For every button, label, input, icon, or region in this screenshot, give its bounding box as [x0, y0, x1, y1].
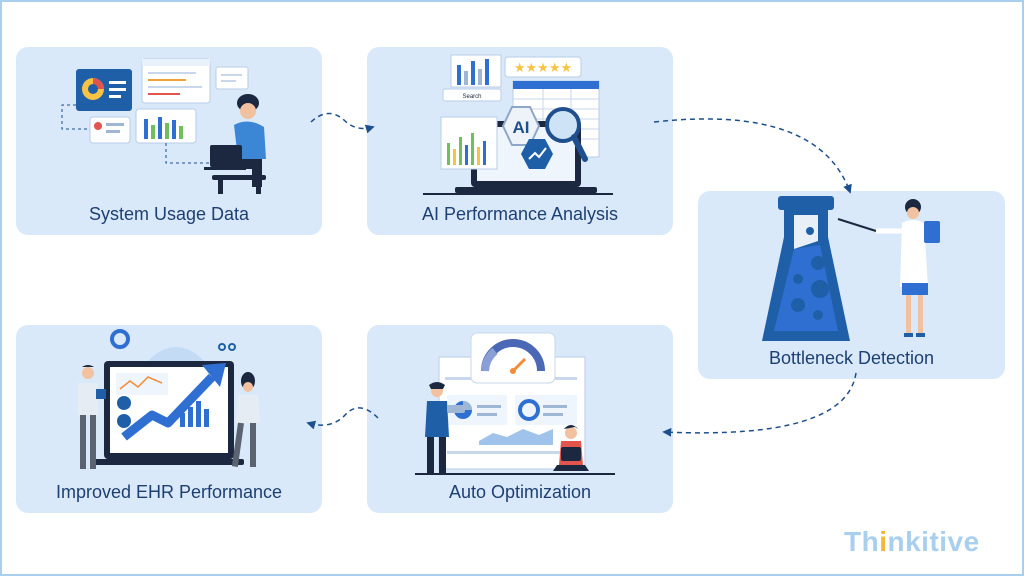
search-field-text: Search [462, 94, 481, 100]
arrow-step4-to-step5 [306, 407, 379, 430]
system-usage-illustration [61, 58, 266, 194]
step-card-system-usage-data: System Usage Data [16, 47, 322, 235]
improved-performance-illustration [78, 329, 260, 469]
brand-logo-accent-letter: i [879, 526, 888, 557]
step-card-ai-performance-analysis: ★★★★★ Search AI A [367, 47, 673, 235]
step-card-auto-optimization: Auto Optimization [367, 325, 673, 513]
step-label: Improved EHR Performance [55, 482, 283, 502]
rating-stars: ★★★★★ [514, 61, 572, 76]
arrow-step1-to-step2 [310, 112, 375, 134]
step-card-improved-ehr-performance: Improved EHR Performance [16, 325, 322, 513]
ai-analysis-illustration: ★★★★★ Search AI [423, 54, 613, 195]
bottleneck-illustration [762, 196, 940, 341]
auto-optimization-illustration [415, 332, 615, 475]
ai-badge-text: AI [513, 118, 530, 137]
step-label: Auto Optimization [448, 482, 592, 502]
step-label: AI Performance Analysis [421, 204, 619, 224]
brand-logo-suffix: nkitive [887, 526, 980, 557]
step-label: System Usage Data [88, 204, 250, 224]
brand-logo-prefix: Th [844, 526, 880, 557]
step-card-bottleneck-detection: Bottleneck Detection [698, 191, 1005, 379]
step-label: Bottleneck Detection [768, 348, 935, 368]
arrow-step3-to-step4 [662, 372, 857, 437]
arrow-step2-to-step3 [653, 118, 852, 194]
brand-logo: Thinkitive [844, 526, 980, 558]
